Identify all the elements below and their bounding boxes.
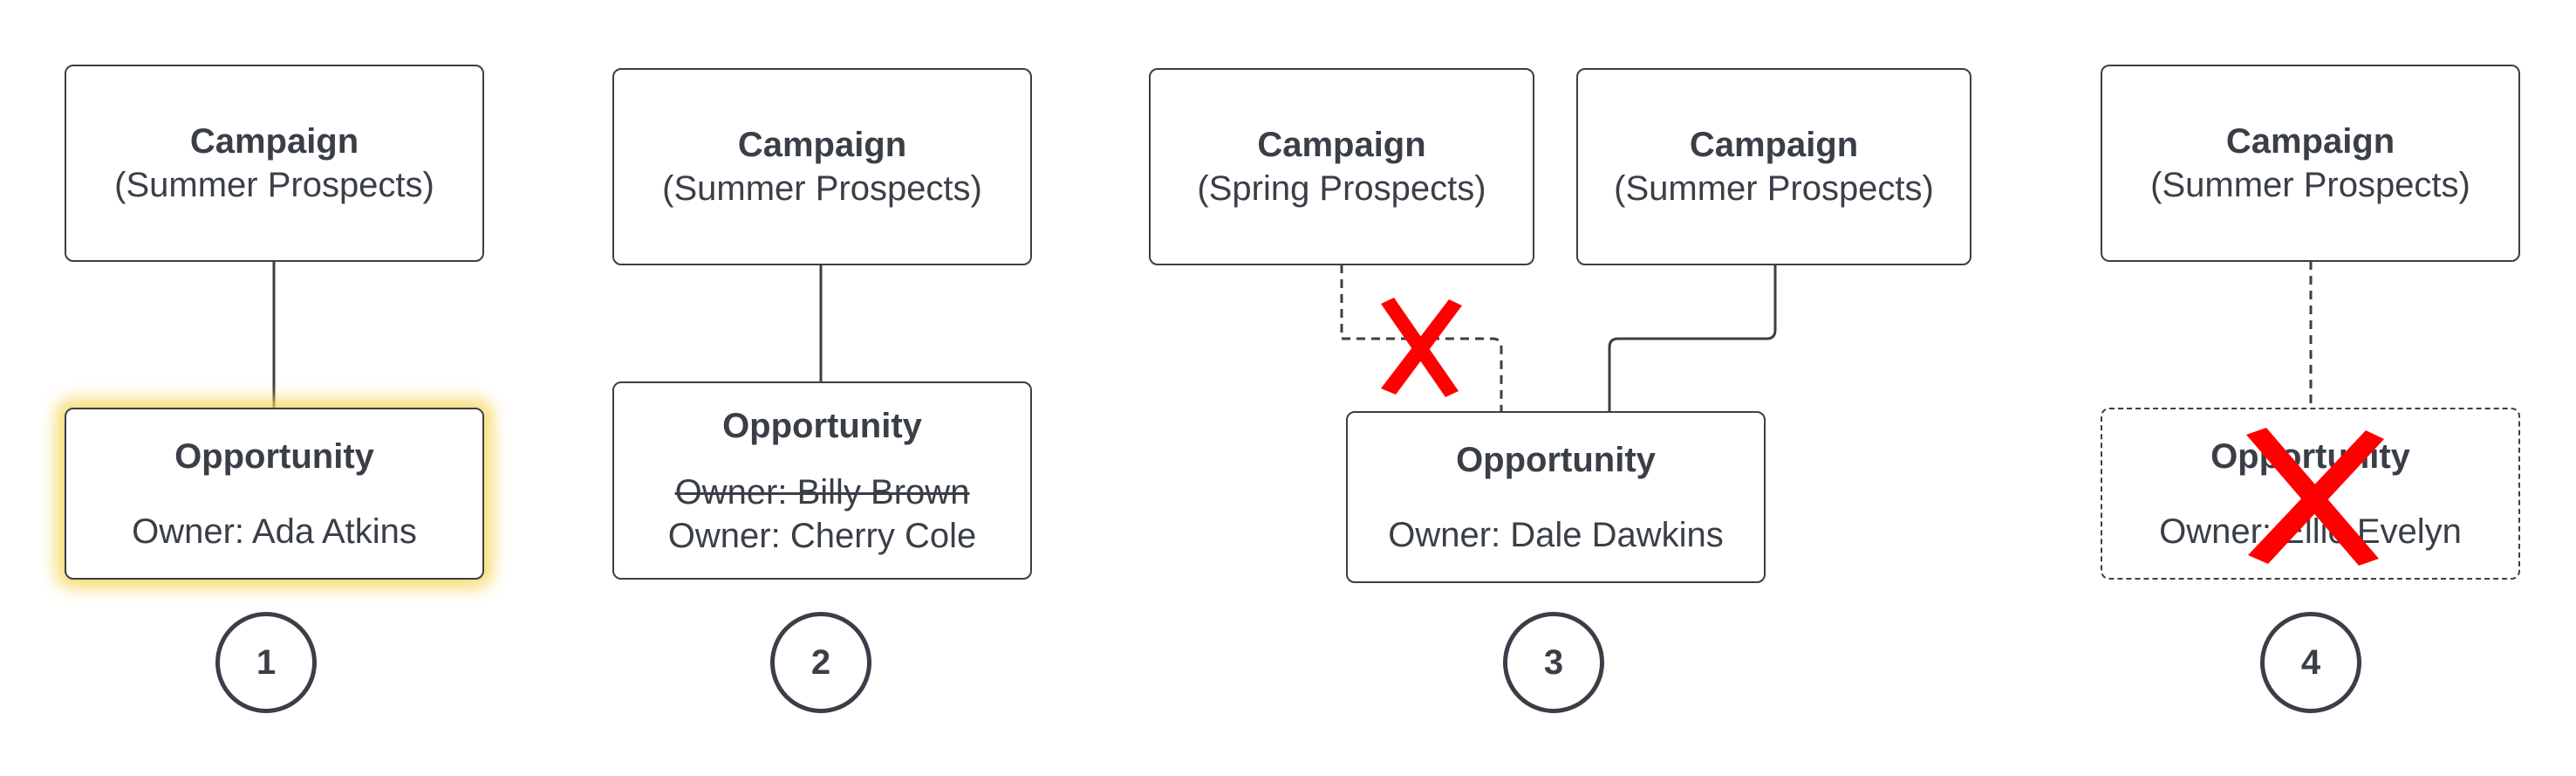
campaign-box-4: Campaign (Summer Prospects) [2101, 65, 2520, 262]
opportunity-title: Opportunity [722, 406, 922, 445]
campaign-title: Campaign [1257, 126, 1426, 164]
step-badge-4: 4 [2260, 612, 2361, 713]
opportunity-owner: Owner: Dale Dawkins [1388, 515, 1724, 554]
step-badge-2: 2 [770, 612, 871, 713]
campaign-name: (Summer Prospects) [662, 169, 982, 208]
campaign-box-1: Campaign (Summer Prospects) [65, 65, 484, 262]
opportunity-owner: Owner: Cherry Cole [667, 516, 977, 555]
campaign-title: Campaign [2225, 122, 2395, 161]
opportunity-box-3: Opportunity Owner: Dale Dawkins [1346, 411, 1766, 583]
campaign-title: Campaign [189, 122, 359, 161]
connector-3-removed [1340, 264, 1503, 411]
campaign-box-2: Campaign (Summer Prospects) [612, 68, 1032, 265]
campaign-title: Campaign [737, 126, 907, 164]
opportunity-title: Opportunity [2210, 436, 2410, 476]
campaign-box-3-spring: Campaign (Spring Prospects) [1149, 68, 1534, 265]
opportunity-box-2: Opportunity Owner: Billy Brown Owner: Ch… [612, 381, 1032, 580]
x-mark-icon [1381, 298, 1462, 397]
campaign-name: (Summer Prospects) [2150, 166, 2470, 204]
campaign-title: Campaign [1689, 126, 1859, 164]
connector-3-active [1608, 264, 1777, 411]
step-badge-3: 3 [1503, 612, 1604, 713]
campaign-box-3-summer: Campaign (Summer Prospects) [1576, 68, 1971, 265]
previous-owner-struck: Owner: Billy Brown [674, 472, 970, 512]
step-badge-1: 1 [215, 612, 317, 713]
campaign-name: (Summer Prospects) [114, 166, 434, 204]
campaign-name: (Spring Prospects) [1197, 169, 1486, 208]
campaign-name: (Summer Prospects) [1614, 169, 1934, 208]
opportunity-box-4-removed: Opportunity Owner: Ellie Evelyn [2101, 408, 2520, 580]
opportunity-title: Opportunity [174, 436, 374, 476]
opportunity-owner: Owner: Ada Atkins [132, 512, 417, 551]
opportunity-box-1: Opportunity Owner: Ada Atkins [65, 408, 484, 580]
opportunity-owner: Owner: Ellie Evelyn [2159, 512, 2462, 551]
opportunity-title: Opportunity [1456, 440, 1656, 479]
